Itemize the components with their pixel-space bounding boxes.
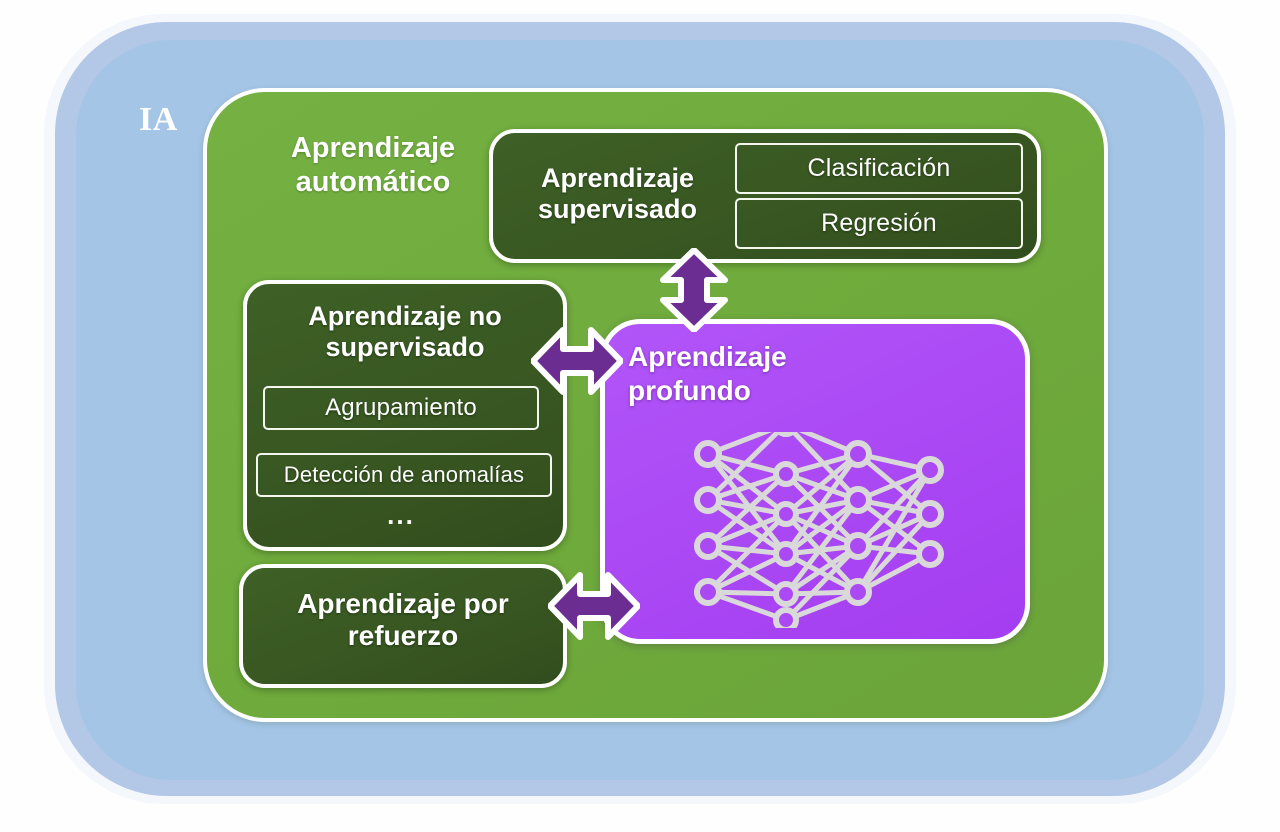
unsupervised-item-agrupamiento[interactable]: Agrupamiento (263, 386, 539, 430)
deep-learning-title: Aprendizaje profundo (628, 341, 787, 406)
unsupervised-learning-box[interactable] (243, 280, 567, 551)
neural-network-icon (694, 432, 944, 628)
supervised-item-clasificacion[interactable]: Clasificación (735, 143, 1023, 194)
connector-reinforcement-deep-learning-icon (548, 572, 640, 640)
reinforcement-learning-title: Aprendizaje por refuerzo (297, 588, 509, 652)
supervised-item-regresion[interactable]: Regresión (735, 198, 1023, 249)
connector-unsupervised-deep-learning-icon (531, 327, 623, 395)
supervised-learning-title: Aprendizaje supervisado (537, 163, 698, 225)
connector-supervised-deep-learning-icon (660, 248, 728, 332)
unsupervised-item-deteccion-anomalias[interactable]: Detección de anomalías (256, 453, 552, 497)
unsupervised-learning-title: Aprendizaje no supervisado (308, 301, 502, 363)
ai-label: IA (139, 101, 178, 138)
unsupervised-more-indicator: ... (387, 500, 415, 530)
supervised-learning-box[interactable] (489, 129, 1041, 263)
machine-learning-title: Aprendizaje automático (290, 132, 456, 199)
reinforcement-learning-box[interactable] (239, 564, 567, 688)
